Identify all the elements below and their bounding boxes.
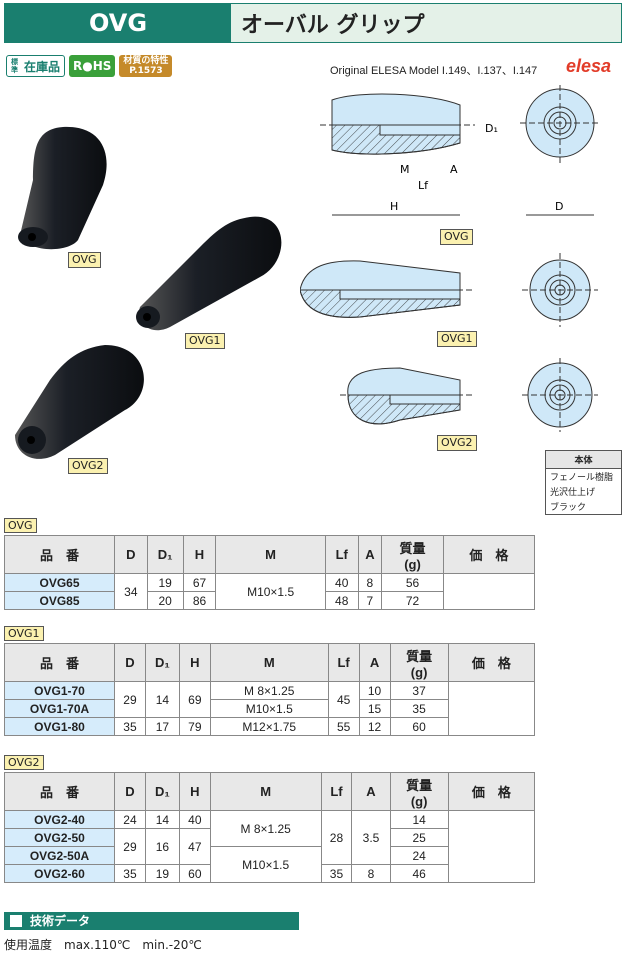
dim-d-text: D — [555, 200, 563, 213]
dim-a-text: A — [450, 163, 458, 176]
drawing-ovg: H D₁ M Lf A D — [320, 85, 600, 216]
stock-badge: 標準在庫品 — [6, 55, 66, 77]
drawing-ovg2 — [340, 358, 598, 432]
tech-data-heading: 技術データ — [4, 912, 299, 930]
section-label-ovg: OVG — [4, 518, 37, 533]
dim-d1-text: D₁ — [485, 122, 498, 135]
product-photo-ovg2 — [15, 345, 144, 459]
section-label-ovg2: OVG2 — [4, 755, 44, 770]
photo-label-ovg2: OVG2 — [68, 458, 108, 474]
drawing-label-ovg: OVG — [440, 229, 473, 245]
brand-logo: elesa — [566, 56, 612, 76]
photo-label-ovg: OVG — [68, 252, 101, 268]
model-reference: Original ELESA Model I.149、I.137、I.147 — [330, 65, 538, 77]
product-name: オーバル グリップ — [231, 4, 621, 42]
product-header: OVG オーバル グリップ — [4, 3, 622, 43]
technical-drawing: H D₁ M Lf A D — [300, 85, 600, 432]
operating-temperature: 使用温度 max.110℃ min.-20℃ — [4, 938, 202, 952]
drawing-label-ovg1: OVG1 — [437, 331, 477, 347]
product-photo-ovg1 — [136, 216, 282, 331]
rohs-badge: R●HS — [69, 55, 116, 77]
product-code: OVG — [5, 4, 231, 42]
dim-h-text: H — [390, 200, 398, 213]
product-photo-ovg — [18, 126, 107, 250]
dim-lf-text: Lf — [418, 179, 429, 192]
material-box: 本体 フェノール樹脂 光沢仕上げ ブラック — [545, 450, 622, 515]
dim-m-text: M — [400, 163, 410, 176]
section-label-ovg1: OVG1 — [4, 626, 44, 641]
drawing-ovg1 — [300, 253, 598, 327]
drawing-label-ovg2: OVG2 — [437, 435, 477, 451]
photo-label-ovg1: OVG1 — [185, 333, 225, 349]
